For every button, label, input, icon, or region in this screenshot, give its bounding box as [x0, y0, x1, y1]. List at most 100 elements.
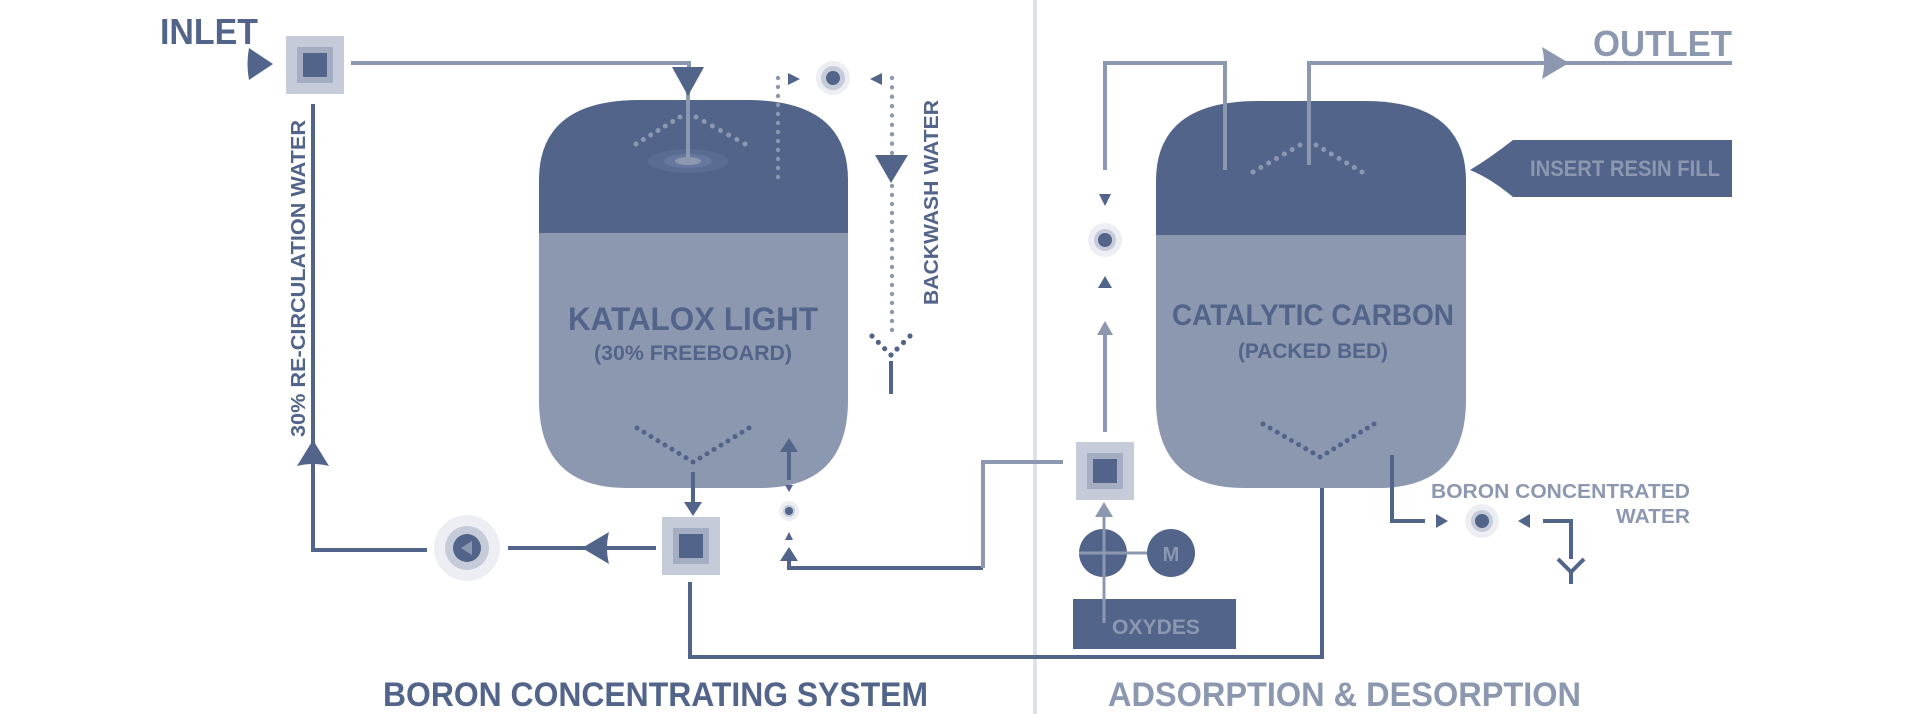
dot [662, 123, 668, 129]
inlet-valve[interactable] [286, 36, 344, 94]
inlet-down-arrow-icon [672, 67, 704, 96]
rinse-valve[interactable] [1088, 223, 1122, 257]
dot [1274, 156, 1279, 161]
dot [677, 114, 683, 120]
dot [690, 459, 696, 465]
dot [775, 129, 781, 135]
dot [704, 451, 710, 457]
dot [732, 434, 738, 440]
recirculation-pump[interactable] [434, 515, 500, 581]
dot [1351, 433, 1357, 439]
backwash-left-arrow-icon [870, 73, 882, 85]
dot [889, 141, 895, 146]
dot [709, 123, 715, 129]
drain-left-arrow-icon [1518, 514, 1530, 528]
dot [889, 264, 895, 270]
tank-katalox-body [539, 233, 848, 488]
drain-right-arrow-icon [1436, 514, 1448, 528]
spray-nozzle [675, 157, 701, 165]
dot [889, 94, 895, 99]
dot [889, 210, 895, 216]
insert-resin-fill-button[interactable]: INSERT RESIN FILL [1470, 140, 1732, 197]
dot [1351, 165, 1357, 170]
outlet-arrow-icon [1542, 47, 1569, 79]
dot [889, 113, 895, 118]
drain-pipe-right [1543, 519, 1573, 559]
dot [1328, 151, 1334, 157]
dot [662, 442, 668, 448]
dot [648, 132, 654, 138]
dot [701, 119, 707, 124]
dot [889, 255, 895, 261]
small-down-arrow-icon [785, 485, 793, 492]
backwash-dotted-right [889, 75, 895, 333]
dot [683, 455, 689, 461]
dot [718, 442, 724, 448]
dot [1313, 142, 1319, 148]
dot [889, 183, 895, 189]
dot [1344, 160, 1350, 166]
regen-valve[interactable] [1076, 442, 1134, 500]
dot [1303, 446, 1309, 452]
dot [889, 219, 895, 225]
dot [1317, 454, 1323, 460]
backwash-funnel-dots [869, 333, 913, 358]
insert-resin-fill-label: INSERT RESIN FILL [1530, 156, 1720, 181]
dot [889, 327, 895, 333]
dot [711, 446, 717, 452]
dot [889, 246, 895, 252]
dot [889, 85, 895, 90]
dot [889, 103, 895, 109]
dot [739, 429, 745, 435]
transfer-pipe [688, 480, 1324, 659]
dot [775, 75, 781, 81]
motor-label: M [1163, 544, 1180, 566]
dot [889, 282, 895, 288]
dot [889, 309, 895, 315]
dot [669, 446, 675, 452]
tank-catalytic-carbon[interactable]: CATALYTIC CARBON (PACKED BED) [1156, 101, 1466, 488]
dot [1336, 156, 1342, 161]
tank-outlet-arrow-icon [684, 502, 702, 516]
rinse-up-arrow-icon [1098, 276, 1112, 288]
dot [1267, 425, 1273, 431]
dot [1266, 160, 1272, 166]
dot [888, 352, 894, 358]
dot [655, 438, 661, 444]
dot [1337, 442, 1343, 448]
dot [889, 291, 895, 297]
backwash-drain-valve[interactable] [779, 501, 799, 521]
dot [1359, 169, 1365, 175]
outlet-label: OUTLET [1593, 23, 1732, 64]
tank-katalox[interactable]: KATALOX LIGHT (30% FREEBOARD) [539, 88, 848, 488]
inlet-label: INLET [160, 11, 258, 52]
recirculation-up-arrow-icon [297, 440, 329, 466]
dot [1324, 450, 1330, 456]
dot [734, 137, 740, 142]
backwash-valve[interactable] [816, 61, 850, 95]
dot [725, 438, 731, 444]
motor[interactable]: M [1147, 529, 1195, 577]
dot [1260, 421, 1266, 427]
recirculation-label: 30% RE-CIRCULATION WATER [288, 119, 310, 437]
dot [889, 75, 895, 81]
tank-carbon-headspace [1156, 101, 1466, 235]
drain-valve[interactable] [1465, 504, 1499, 538]
backwash-right-arrow-icon [788, 73, 800, 85]
dot [889, 122, 895, 128]
dot [889, 228, 895, 234]
dot [1289, 438, 1294, 443]
drain-outlet-icon [1556, 557, 1586, 584]
dot [869, 333, 875, 339]
dot [697, 455, 703, 461]
rinse-down-arrow-icon [1099, 194, 1111, 206]
dot [1297, 142, 1303, 148]
dot [1289, 147, 1295, 152]
bottom-valve[interactable] [662, 517, 720, 575]
dot [775, 174, 781, 180]
oxydes-tank[interactable]: OXYDES [1073, 599, 1236, 649]
inlet-arrow-icon [247, 48, 273, 80]
tank-katalox-title: KATALOX LIGHT [568, 301, 818, 337]
dot [875, 339, 881, 345]
dot [655, 128, 661, 133]
